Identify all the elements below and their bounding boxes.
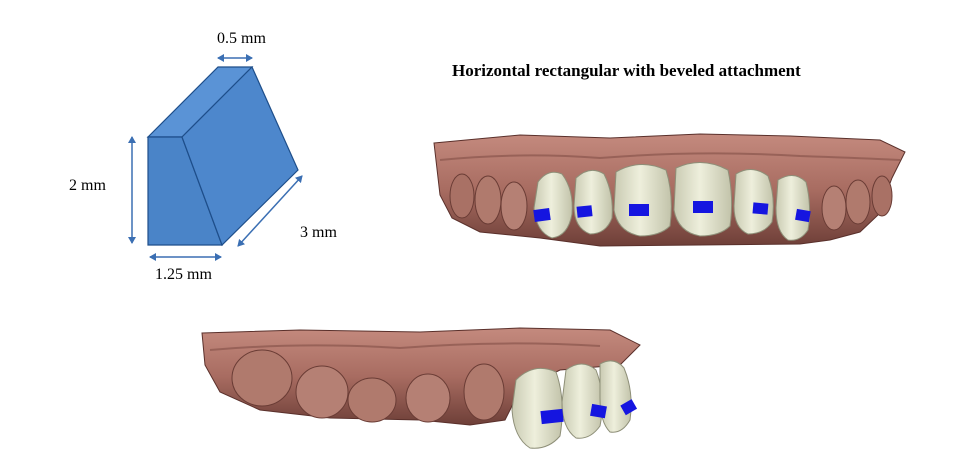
molar-side-3 (347, 377, 397, 423)
molar-left-1 (449, 173, 475, 219)
premolar-side-1 (405, 373, 451, 423)
attachment-bracket (752, 202, 769, 215)
dimension-label-height: 2 mm (69, 177, 106, 194)
tooth-canine-left (533, 171, 573, 239)
attachment-bracket (620, 399, 638, 416)
dimension-label-top: 0.5 mm (217, 30, 266, 47)
gum-side-ridge (209, 342, 601, 351)
attachment-bracket (629, 204, 649, 216)
dimension-label-width: 1.25 mm (155, 266, 212, 283)
tooth-side-lateral (561, 363, 603, 439)
gum-front-ridge (439, 152, 901, 161)
attachment-bracket (590, 403, 607, 419)
attachment-bracket (795, 208, 811, 223)
molar-side-2 (295, 365, 349, 419)
molar-right-2 (845, 179, 871, 225)
dimension-arrow-depth (237, 175, 303, 247)
tooth-central-right (673, 162, 733, 237)
molar-right-1 (871, 175, 893, 217)
attachment-bracket (576, 205, 593, 218)
figure-title: Horizontal rectangular with beveled atta… (452, 61, 801, 80)
molar-side-1 (231, 349, 293, 407)
tooth-central-left (613, 164, 672, 237)
dental-arch-side-view (201, 327, 641, 449)
tooth-canine-right (775, 175, 811, 241)
premolar-side-2 (463, 363, 505, 421)
attachment-bevel-face (181, 65, 299, 247)
tooth-side-central (599, 360, 632, 433)
tooth-lateral-left (573, 169, 613, 235)
tooth-side-canine (511, 367, 563, 449)
molar-right-3 (821, 185, 847, 231)
molar-left-3 (500, 181, 528, 231)
attachment-bracket (533, 207, 551, 223)
tooth-lateral-right (733, 169, 774, 235)
dimension-label-depth: 3 mm (300, 224, 337, 241)
attachment-block (146, 65, 299, 247)
attachment-bracket (693, 201, 713, 213)
attachment-bracket (540, 408, 564, 425)
molar-left-2 (474, 175, 502, 225)
dental-arch-front-view (433, 133, 906, 247)
